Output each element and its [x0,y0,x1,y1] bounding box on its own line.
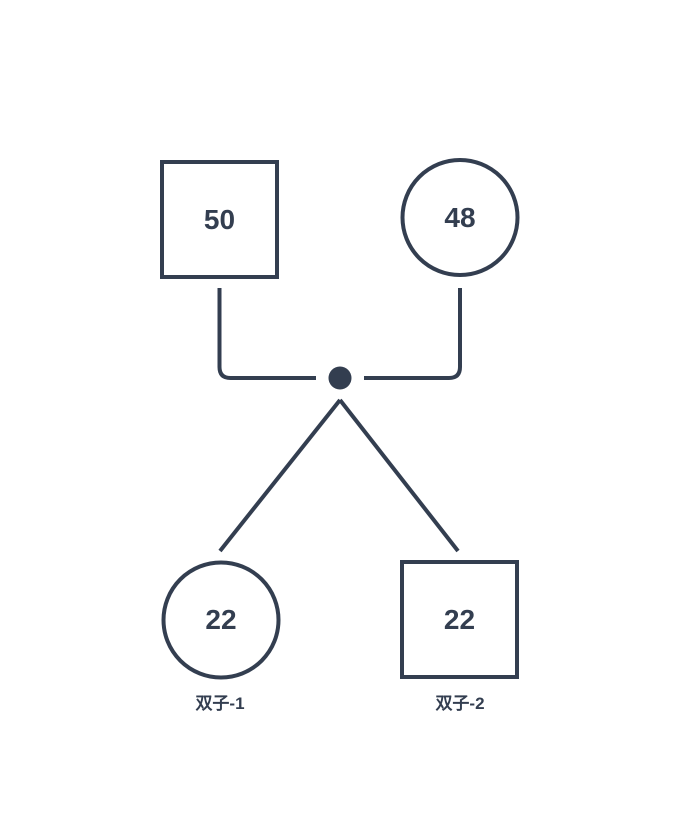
mother-age: 48 [444,202,475,233]
twin1-link [218,398,342,553]
mother-node[interactable] [400,158,520,277]
person-shapes [160,158,520,680]
twin1-age: 22 [205,604,236,635]
father-node[interactable] [160,160,279,279]
mother-union-link [364,288,462,380]
father-age: 50 [204,204,235,235]
father-union-link [217,288,316,380]
twin2-label: 双子-2 [435,694,484,713]
person-nodes [160,158,520,680]
twin2-link [338,398,460,553]
name-labels: 双子-1 双子-2 [195,694,484,713]
age-texts: 50 48 22 22 [204,202,476,635]
union-edges [217,288,462,553]
twin1-label: 双子-1 [195,694,244,713]
twin1-node[interactable] [161,560,281,680]
union-dot[interactable] [328,366,352,390]
twin2-age: 22 [444,604,475,635]
twin2-node[interactable] [400,560,519,679]
